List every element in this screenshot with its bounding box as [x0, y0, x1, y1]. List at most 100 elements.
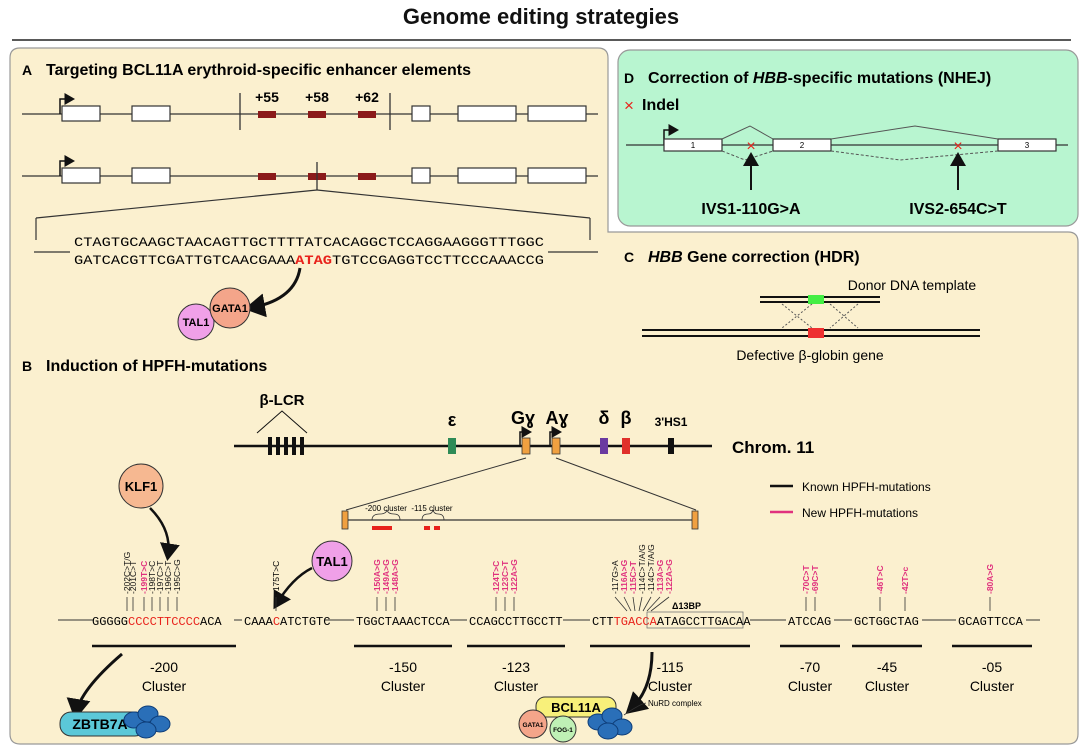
- panel-d-background: [617, 49, 1079, 227]
- seq-05: GCAGTTCCA: [958, 615, 1024, 629]
- a-gamma-tss-arrow: [549, 426, 562, 446]
- tss-arrow: [59, 93, 75, 114]
- hbb-exon-3: [997, 138, 1057, 152]
- mutation-tick: [642, 596, 652, 612]
- donor-label: Donor DNA template: [848, 277, 977, 293]
- exon-box: [457, 167, 517, 184]
- exon-box: [411, 105, 431, 122]
- mutation-label: -148A>G: [390, 559, 400, 594]
- tal1-protein: [311, 540, 353, 582]
- panel-a-letter: A: [22, 62, 32, 78]
- mutation-tick: [614, 596, 628, 612]
- exon-box: [527, 105, 587, 122]
- panel-c: C HBB Gene correction (HDR) Donor DNA te…: [624, 249, 980, 363]
- lcr-label: β-LCR: [260, 392, 305, 409]
- delta13bp-label: Δ13BP: [672, 601, 701, 611]
- nurd-label: NuRD complex: [648, 699, 702, 708]
- normal-splice: [830, 125, 999, 140]
- klf1-binding-arrow: [149, 507, 180, 561]
- gata1-protein: [518, 709, 548, 739]
- seq-123: CCAGCCTTGCCTT: [469, 615, 563, 629]
- nurd-pointer: [623, 702, 647, 716]
- cluster-number: -150: [389, 659, 417, 675]
- bcl11a-binding-arrow: [625, 651, 654, 715]
- normal-splice: [721, 125, 774, 140]
- lcr-hs-site: [284, 437, 288, 455]
- mutation-label: -113A>G: [655, 559, 665, 594]
- tal1-binding-arrow: [273, 566, 313, 610]
- enhancer-plus55: [258, 173, 276, 180]
- exon-box: [131, 167, 171, 184]
- bcl11a-label: BCL11A: [551, 700, 601, 715]
- zoom-line: [345, 457, 527, 511]
- zoom-line: [35, 189, 318, 219]
- brace: [371, 509, 401, 521]
- exon-number: 2: [800, 141, 805, 150]
- cluster-115-mark: [424, 526, 430, 530]
- cluster-number: -123: [502, 659, 530, 675]
- gata1-label: GATA1: [522, 722, 543, 729]
- klf1-protein: [118, 463, 164, 509]
- enhancer-label: +58: [305, 89, 329, 105]
- g-gamma-gene: [521, 437, 531, 455]
- cluster-word: Cluster: [788, 678, 833, 694]
- cluster-number: -200: [150, 659, 178, 675]
- crossover-line: [781, 303, 813, 329]
- hs1-label: 3'HS1: [655, 415, 688, 429]
- g-gamma-tss-arrow: [519, 426, 532, 446]
- exon-number: 1: [691, 141, 696, 150]
- cluster-number: -70: [800, 659, 820, 675]
- panel-a-title: Targeting BCL11A erythroid-specific enha…: [46, 62, 471, 79]
- seq-bg: [467, 612, 563, 628]
- seq-bg: [242, 612, 324, 628]
- cluster-200-mark: [372, 526, 392, 530]
- mutation-tick: [638, 596, 643, 612]
- defective-site: [808, 328, 824, 338]
- zoom-line: [316, 189, 591, 219]
- seq-bg: [94, 612, 234, 628]
- cluster-number: -115: [657, 659, 684, 675]
- enhancer-plus55: [258, 111, 276, 118]
- enhancer-label: +55: [255, 89, 279, 105]
- mutation-label: -80A>G: [985, 564, 995, 594]
- cluster-word: Cluster: [648, 678, 693, 694]
- hs1-site: [668, 438, 674, 454]
- mutation-label: -117G>A: [610, 560, 620, 594]
- cluster-number: -05: [982, 659, 1002, 675]
- mutation-label: -197C>T: [155, 561, 165, 594]
- legend-known-label: Known HPFH-mutations: [802, 480, 931, 494]
- beta-label: β: [621, 408, 632, 428]
- exon-box: [411, 167, 431, 184]
- mutation-ivs1: IVS1-110G>A: [701, 201, 801, 218]
- mutation-label: -124T>C: [491, 561, 501, 594]
- g-gamma-label: Gɣ: [511, 408, 535, 428]
- lcr-hs-site: [268, 437, 272, 455]
- promoter-end: [341, 510, 349, 530]
- indel-cross-icon: ×: [953, 138, 962, 155]
- epsilon-label: ε: [448, 410, 457, 430]
- seq-bg: [852, 612, 922, 628]
- chromosome-label: Chrom. 11: [732, 438, 814, 457]
- mutation-labels: -202C>T/G-201C>T-199T>C-198T>C-197C>T-19…: [122, 544, 995, 612]
- mutation-label: -122A>G: [664, 559, 674, 594]
- mutation-label: -150A>G: [372, 559, 382, 594]
- cluster-word: Cluster: [494, 678, 539, 694]
- enhancer-plus62: [358, 173, 376, 180]
- beta-gene: [622, 438, 630, 454]
- indel-label: Indel: [642, 97, 679, 114]
- mutation-tick: [623, 596, 632, 612]
- mutation-label: -46T>C: [875, 565, 885, 594]
- nurd-complex-icon: [587, 707, 633, 740]
- main-panel-background: [9, 47, 1079, 745]
- brace: [421, 509, 445, 521]
- seq-45: GCTGGCTAG: [854, 615, 919, 629]
- cluster-word: Cluster: [142, 678, 187, 694]
- zbtb7a-label: ZBTB7A: [72, 716, 127, 732]
- indel-cross-icon: ×: [746, 138, 755, 155]
- delta-gene: [600, 438, 608, 454]
- mutation-label: -175T>C: [271, 561, 281, 594]
- mutation-label: -201C>T: [128, 561, 138, 594]
- cluster-200-small-label: -200 cluster: [365, 504, 407, 513]
